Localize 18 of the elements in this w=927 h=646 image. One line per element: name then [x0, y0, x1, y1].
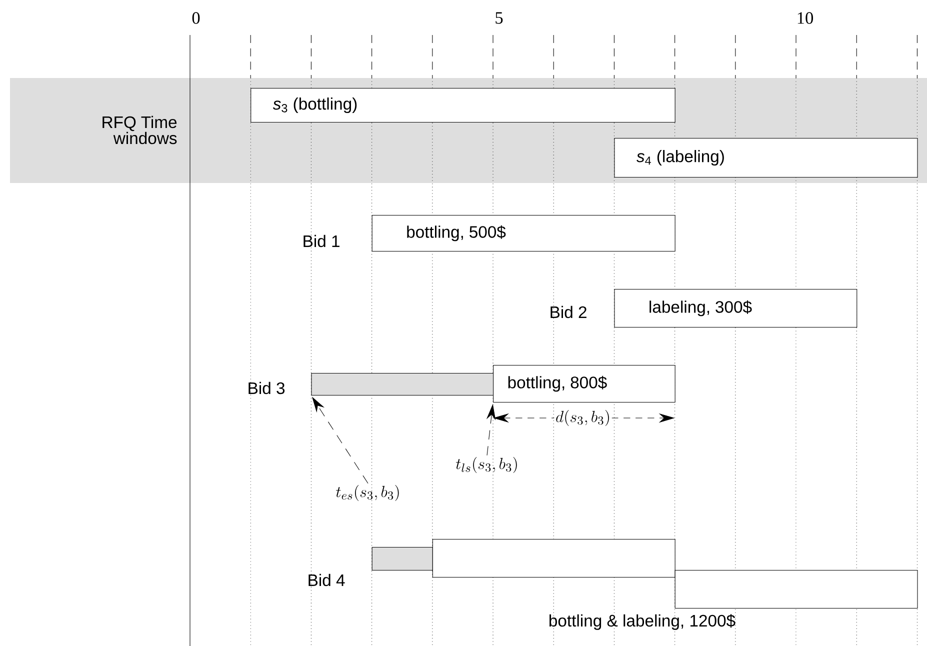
bid-label: Bid 2	[550, 306, 586, 318]
bid-box	[674, 570, 918, 609]
axis-number: 0	[192, 12, 200, 24]
bid-label: Bid 3	[248, 382, 285, 394]
axis-number: 10	[798, 12, 814, 24]
dimension-label: $d(s_3, b_3)$	[554, 408, 612, 428]
price-label: bottling & labeling, 1200$	[549, 614, 736, 630]
bid-label: Bid 1	[304, 234, 340, 248]
bid-label: Bid 4	[308, 574, 345, 586]
bid-box	[432, 539, 676, 578]
bid-box: labeling, 300$	[614, 289, 858, 328]
formula-label: $t_{es}(s_3, b_3)$	[336, 485, 399, 502]
bid-box: bottling, 800$	[493, 365, 676, 403]
time-window-box: s$_{3}$ (bottling)	[250, 88, 676, 123]
time-window-box: s$_{4}$ (labeling)	[614, 138, 918, 178]
formula-label: $t_{ls}(s_3, b_3)$	[456, 457, 517, 474]
bid-box: bottling, 500$	[372, 215, 676, 252]
axis-number: 5	[496, 12, 503, 24]
